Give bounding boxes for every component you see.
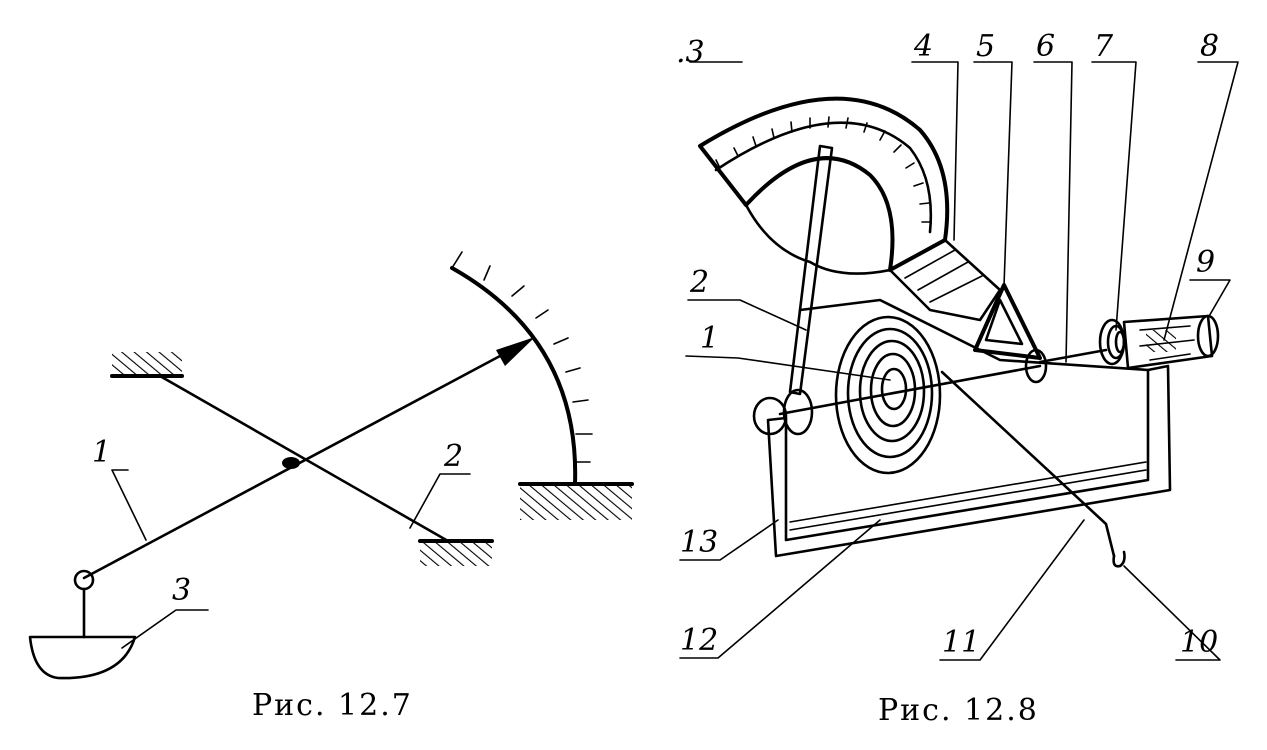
- figure-caption-12-8: Рис. 12.8: [878, 693, 1039, 728]
- frame-top-arm: [798, 298, 1150, 372]
- label-7: 7: [1094, 29, 1114, 64]
- arc-scale-ticks: [451, 251, 593, 463]
- label-1: 1: [92, 435, 111, 470]
- scale-sector-3: [698, 96, 950, 275]
- label-13: 13: [680, 525, 718, 560]
- adjusting-housing-9: [1122, 314, 1220, 370]
- pointer-arrowhead: [496, 337, 535, 366]
- label-9: 9: [1196, 245, 1215, 280]
- scale-base-support: [518, 482, 634, 520]
- u-frame-12: [766, 364, 1172, 558]
- label-2-pointer: 2: [689, 265, 709, 300]
- figure-12-7: 1 2 3 Рис. 12.7: [28, 251, 634, 723]
- scale-graduations: [715, 116, 932, 223]
- figure-caption-12-7: Рис. 12.7: [252, 688, 413, 723]
- weighing-pan-3: [28, 635, 137, 680]
- ball-joint: [73, 569, 95, 591]
- scale-bracket-4: [888, 238, 1002, 322]
- rod-11-hook-10: [940, 370, 1126, 568]
- label-2: 2: [443, 439, 463, 474]
- label-6: 6: [1036, 29, 1055, 64]
- figure-12-8: .3 4 5 6 7 8 9 2 1 13 12 11 10 Рис. 12.8: [676, 29, 1239, 728]
- label-10: 10: [1180, 625, 1218, 660]
- arc-scale: [450, 266, 578, 486]
- pivot-point: [282, 457, 300, 469]
- label-8: 8: [1200, 29, 1219, 64]
- triangle-guide-5: [973, 283, 1042, 360]
- fixed-support-bottom-right: [418, 539, 494, 566]
- label-4: 4: [913, 29, 933, 64]
- collar-6: [1024, 348, 1048, 384]
- axle-1: [752, 364, 1042, 436]
- elastic-strip-2: [158, 374, 450, 543]
- leader-lines-12-7: [111, 469, 471, 649]
- lever-arm-1: [82, 338, 532, 580]
- label-3: 3: [172, 573, 191, 608]
- label-1-axle: 1: [700, 321, 719, 356]
- coil-7: [1098, 318, 1126, 366]
- fixed-support-top-left: [110, 352, 184, 378]
- leader-lines-12-8: [679, 61, 1239, 661]
- label-5: 5: [976, 29, 995, 64]
- shaft-to-coil: [1038, 348, 1108, 364]
- label-3-scale: .3: [676, 35, 705, 70]
- label-11: 11: [942, 625, 980, 660]
- label-12: 12: [680, 623, 718, 658]
